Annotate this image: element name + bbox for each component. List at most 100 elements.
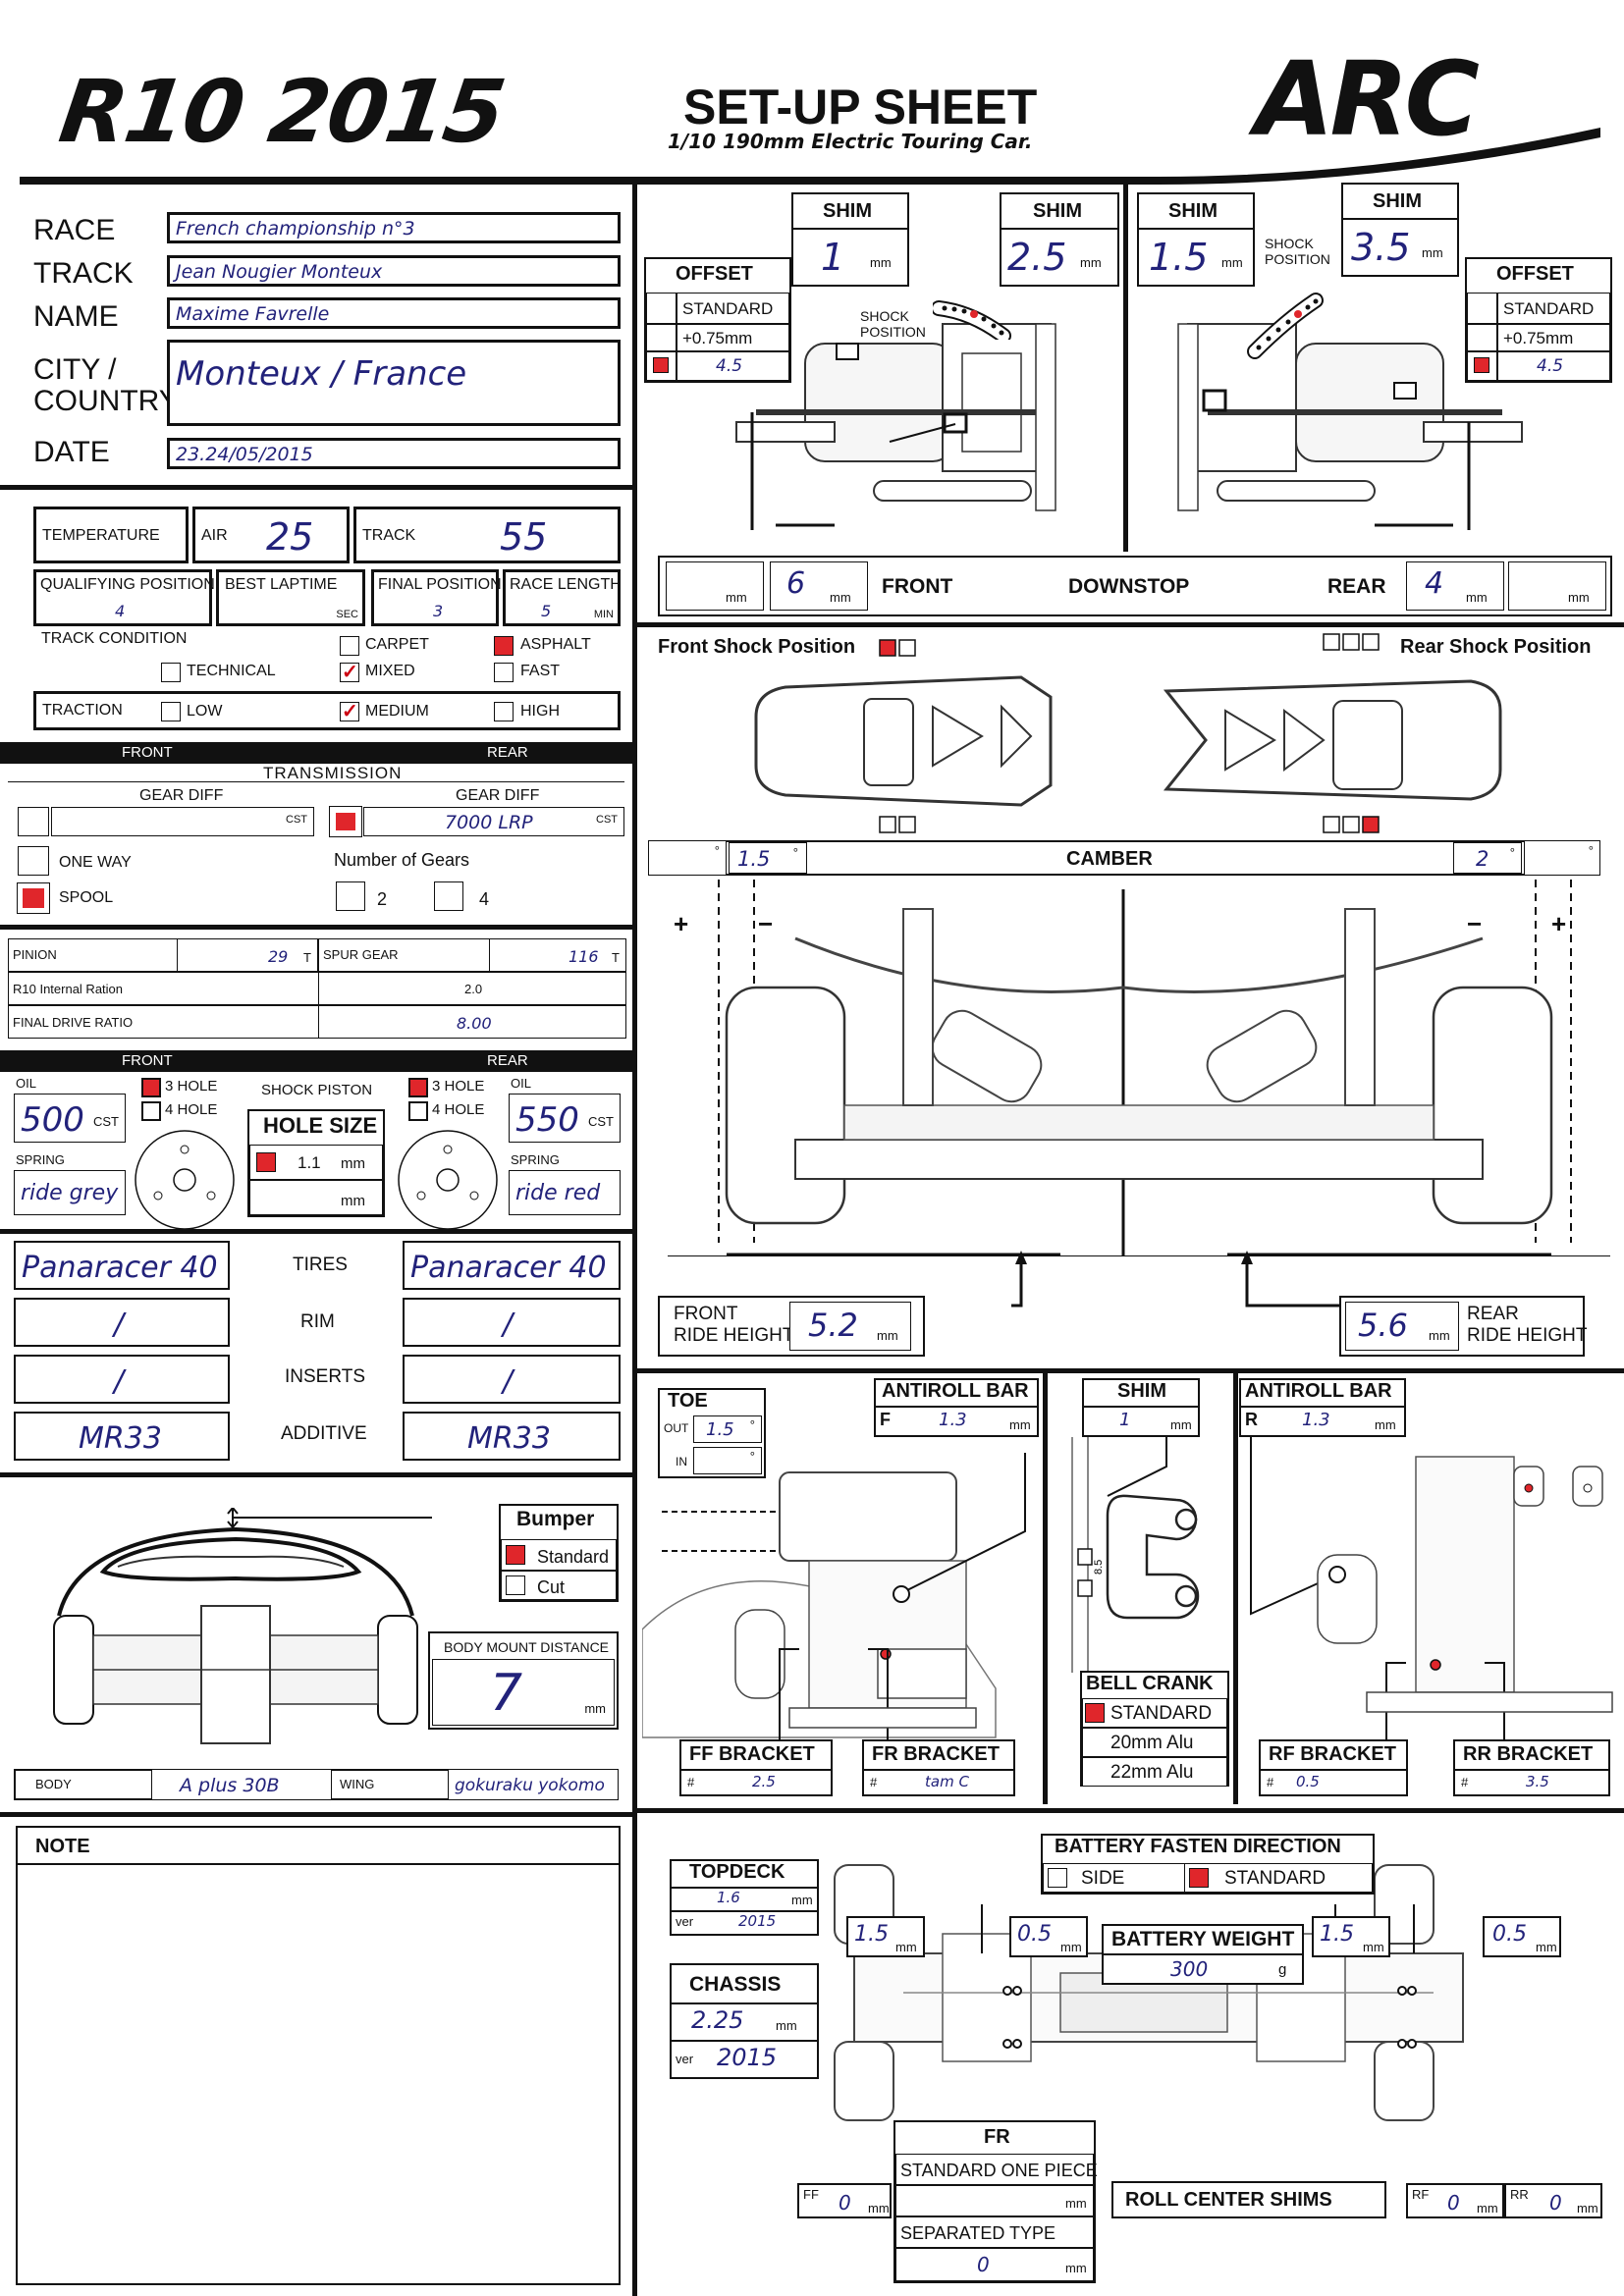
fdr-field[interactable]: 8.00 [318, 1005, 626, 1039]
rear-rim-field[interactable]: / [403, 1298, 621, 1347]
rear-offset-value[interactable]: 4.5 [1467, 351, 1610, 381]
toe-out-field[interactable]: 1.5° [693, 1415, 762, 1443]
rf-bracket-box[interactable]: RF BRACKET#0.5 [1259, 1739, 1408, 1796]
front-3hole-checkbox[interactable] [141, 1078, 161, 1097]
technical-checkbox[interactable] [161, 663, 181, 682]
high-checkbox[interactable] [494, 702, 514, 721]
front-spring-field[interactable]: ride grey [14, 1170, 126, 1215]
bumper-standard-row[interactable]: Standard [501, 1539, 617, 1571]
bellcrank-shim-box[interactable] [1082, 1378, 1200, 1437]
front-additive-field[interactable]: MR33 [14, 1412, 230, 1461]
ff-bracket-box[interactable]: FF BRACKET#2.5 [679, 1739, 833, 1796]
rollcenter-separated[interactable]: SEPARATED TYPE [895, 2216, 1094, 2248]
battery-side-option[interactable]: SIDE [1043, 1863, 1200, 1893]
spool-checkbox[interactable] [17, 882, 50, 914]
front-antiroll-value[interactable]: 1.3 [939, 1410, 967, 1430]
low-checkbox[interactable] [161, 702, 181, 721]
bellcrank-20-row[interactable]: 20mm Alu [1082, 1728, 1227, 1757]
bellcrank-standard-row[interactable]: STANDARD [1082, 1698, 1227, 1728]
note-box[interactable] [16, 1826, 621, 2285]
battery-weight-value[interactable]: 300 [1170, 1957, 1209, 1981]
front-tire-field[interactable]: Panaracer 40 [14, 1241, 230, 1290]
rear-diff-check[interactable] [329, 806, 362, 837]
chassis-value[interactable]: 2.25 [691, 2006, 744, 2034]
front-diff-check[interactable] [18, 807, 49, 836]
mixed-checkbox[interactable] [340, 660, 359, 684]
rr-bracket-box[interactable]: RR BRACKET#3.5 [1453, 1739, 1610, 1796]
track-field[interactable]: Jean Nougier Monteux [167, 255, 621, 287]
rear-camber-field[interactable]: 2° [1453, 842, 1522, 874]
bellcrank-22-row[interactable]: 22mm Alu [1082, 1757, 1227, 1787]
rear-tire-field[interactable]: Panaracer 40 [403, 1241, 621, 1290]
bumper-cut-row[interactable]: Cut [501, 1571, 617, 1600]
rollcenter-one-piece-value[interactable]: mm [895, 2185, 1094, 2216]
asphalt-checkbox[interactable] [494, 636, 514, 656]
name-field[interactable]: Maxime Favrelle [167, 297, 621, 329]
body-field[interactable]: A plus 30B [151, 1769, 332, 1800]
race-field[interactable]: French championship n°3 [167, 212, 621, 243]
front-rim-field[interactable]: / [14, 1298, 230, 1347]
rear-3hole-checkbox[interactable] [408, 1078, 428, 1097]
rear-downstop-outer[interactable]: mm [1508, 561, 1606, 611]
fast-checkbox[interactable] [494, 663, 514, 682]
gears-2-checkbox[interactable] [336, 881, 365, 911]
rollcenter-one-piece[interactable]: STANDARD ONE PIECE [895, 2154, 1098, 2185]
rear-camber-outer[interactable]: ° [1524, 840, 1600, 876]
city-field[interactable]: Monteux / France [167, 340, 621, 426]
rear-spring-field[interactable]: ride red [509, 1170, 621, 1215]
date-field[interactable]: 23.24/05/2015 [167, 438, 621, 469]
rear-inserts-field[interactable]: / [403, 1355, 621, 1404]
one-way-checkbox[interactable] [18, 846, 49, 876]
rear-antiroll-box[interactable] [1239, 1378, 1406, 1437]
rear-4hole-checkbox[interactable] [408, 1101, 428, 1121]
topdeck-box[interactable] [670, 1859, 819, 1936]
toe-in-field[interactable]: ° [693, 1447, 762, 1474]
front-4hole-checkbox[interactable] [141, 1101, 161, 1121]
rear-offset-075[interactable]: +0.75mm [1467, 324, 1610, 351]
rear-additive-field[interactable]: MR33 [403, 1412, 621, 1461]
rear-offset-standard[interactable]: STANDARD [1467, 293, 1610, 324]
hole-size-row-2[interactable]: mm [249, 1180, 383, 1215]
front-inserts-field[interactable]: / [14, 1355, 230, 1404]
gears-4-checkbox[interactable] [434, 881, 463, 911]
carpet-checkbox[interactable] [340, 636, 359, 656]
medium-checkbox[interactable] [340, 699, 359, 723]
topdeck-value[interactable]: 1.6 [717, 1889, 740, 1906]
battery-standard-option[interactable]: STANDARD [1184, 1863, 1373, 1893]
front-camber-outer[interactable]: ° [648, 840, 727, 876]
front-diff-field[interactable]: CST [51, 807, 314, 836]
chassis-box[interactable] [670, 1963, 819, 2079]
chassis-ver[interactable]: 2015 [717, 2044, 778, 2071]
front-offset-standard[interactable]: STANDARD [646, 293, 789, 324]
rear-antiroll-value[interactable]: 1.3 [1302, 1410, 1330, 1430]
front-offset-value[interactable]: 4.5 [646, 351, 789, 381]
